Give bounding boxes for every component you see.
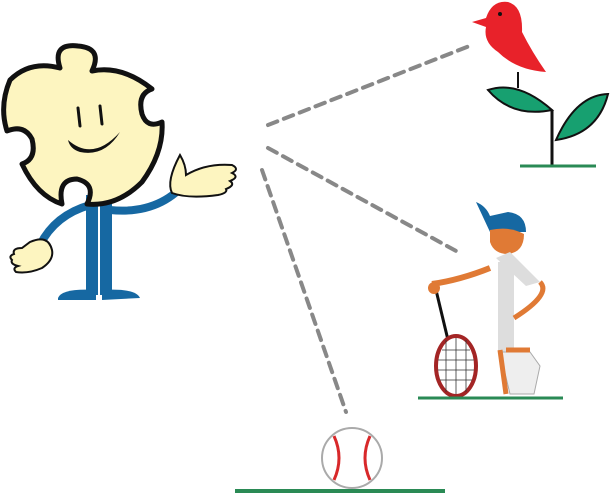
connector-to-tennis: [266, 146, 460, 254]
connector-to-baseball: [260, 168, 348, 414]
baseball: [235, 427, 445, 493]
puzzle-character: [1, 43, 237, 300]
dashed-connectors: [260, 43, 474, 414]
tennis-player: [418, 202, 563, 400]
connector-to-bird: [266, 43, 474, 127]
bird-on-plant: [472, 1, 610, 168]
